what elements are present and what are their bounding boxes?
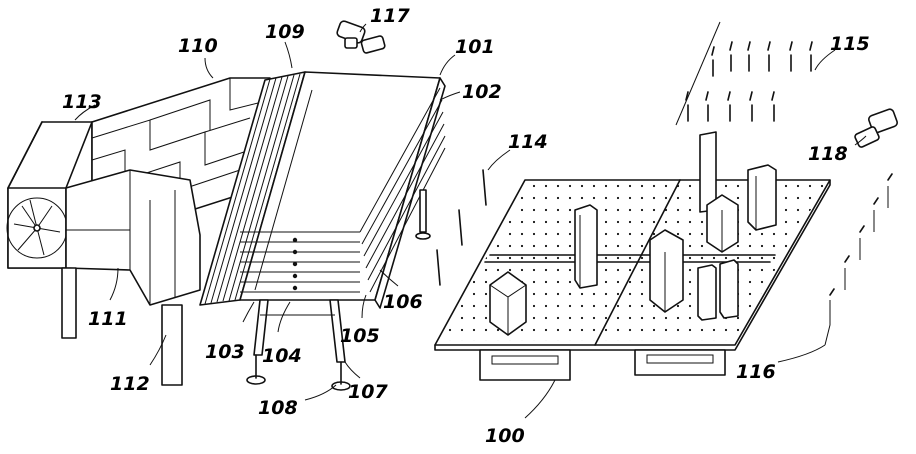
label-112: 112: [110, 373, 150, 395]
label-117: 117: [370, 5, 410, 27]
label-111: 111: [88, 308, 128, 330]
label-115: 115: [830, 33, 870, 55]
camera-118-icon: [854, 108, 898, 148]
label-118: 118: [808, 143, 848, 165]
label-103: 103: [205, 341, 245, 363]
sensor-array-116: [825, 174, 892, 345]
label-100: 100: [485, 425, 525, 447]
label-107: 107: [348, 381, 388, 403]
label-113: 113: [62, 91, 102, 113]
label-109: 109: [265, 21, 305, 43]
label-105: 105: [340, 325, 380, 347]
label-116: 116: [736, 361, 776, 383]
sensor-array-115: [676, 22, 812, 125]
label-106: 106: [383, 291, 423, 313]
front-duct: [66, 170, 200, 305]
label-104: 104: [262, 345, 302, 367]
label-108: 108: [258, 397, 298, 419]
label-110: 110: [178, 35, 218, 57]
label-102: 102: [462, 81, 502, 103]
label-101: 101: [455, 36, 495, 58]
label-114: 114: [508, 131, 548, 153]
